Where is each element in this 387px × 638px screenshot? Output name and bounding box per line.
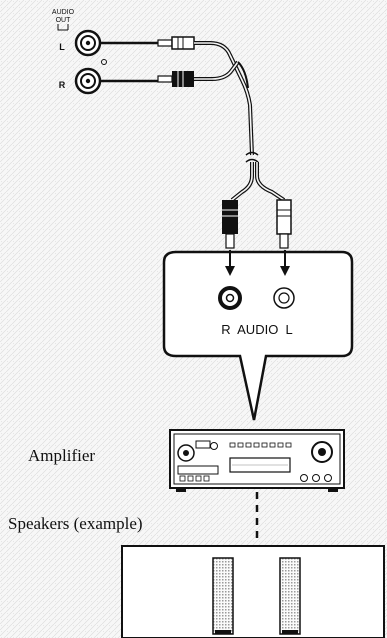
audio-out-label-line1: AUDIO xyxy=(52,9,75,16)
speakers-label: Speakers (example) xyxy=(8,514,143,533)
amplifier-label: Amplifier xyxy=(28,446,95,465)
audio-input-label: R AUDIO L xyxy=(221,322,293,337)
rca-plug-red-bottom xyxy=(222,200,238,249)
amplifier-device xyxy=(169,429,345,492)
audio-out-panel: AUDIO OUT L R xyxy=(52,9,107,95)
audio-out-right-jack xyxy=(74,67,102,95)
speakers-panel xyxy=(121,545,385,638)
left-channel-label: L xyxy=(59,42,65,52)
amp-input-right-jack xyxy=(218,286,242,310)
audio-out-left-jack xyxy=(74,29,102,57)
rca-cable-top xyxy=(100,36,286,202)
audio-out-label-line2: OUT xyxy=(56,17,72,24)
amp-input-left-jack xyxy=(273,287,295,309)
speaker-left xyxy=(212,557,234,635)
rca-plug-white-bottom xyxy=(276,199,292,249)
speaker-right xyxy=(279,557,301,635)
amplifier-input-callout: R AUDIO L xyxy=(162,250,354,421)
right-channel-label: R xyxy=(59,80,66,90)
rca-plug-red-top xyxy=(157,71,194,87)
